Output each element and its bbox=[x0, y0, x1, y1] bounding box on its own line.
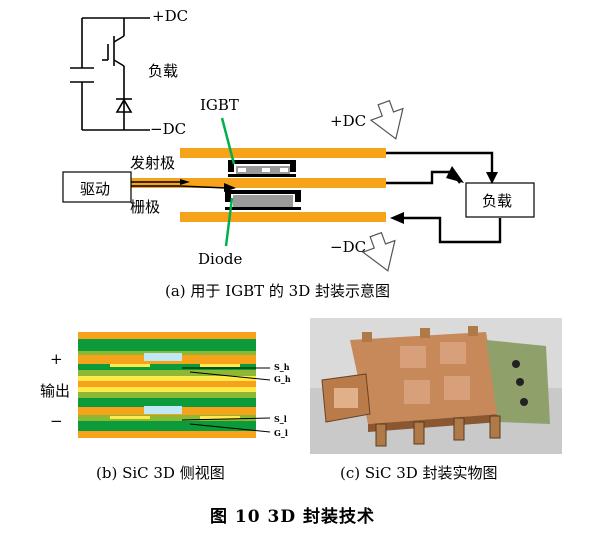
caption-a: (a) 用于 IGBT 的 3D 封装示意图 bbox=[165, 282, 390, 300]
g-h-label: G_h bbox=[274, 374, 291, 384]
caption-c: (c) SiC 3D 封装实物图 bbox=[340, 464, 498, 482]
drive-label: 驱动 bbox=[80, 180, 111, 198]
s-l-label: S_l bbox=[274, 414, 287, 424]
plus-dc-arrow-label: +DC bbox=[330, 112, 367, 130]
plus-dc-arrow bbox=[369, 99, 404, 140]
figure-title: 图 10 3D 封装技术 bbox=[210, 507, 375, 527]
caption-b: (b) SiC 3D 侧视图 bbox=[96, 464, 225, 482]
gate-label: 栅极 bbox=[130, 198, 161, 216]
plus-dc-label: +DC bbox=[152, 7, 189, 25]
minus-dc-arrow bbox=[361, 231, 396, 272]
middle-busbar bbox=[130, 178, 386, 188]
top-busbar bbox=[180, 148, 386, 158]
plus-label: + bbox=[50, 350, 63, 368]
igbt-circuit-symbol bbox=[70, 17, 150, 131]
s-h-label: S_h bbox=[274, 362, 290, 372]
g-l-label: G_l bbox=[274, 428, 288, 438]
igbt-3d-schematic bbox=[62, 17, 535, 272]
diode-chip bbox=[233, 195, 293, 207]
minus-label: − bbox=[50, 412, 63, 430]
diode-label: Diode bbox=[198, 250, 243, 268]
minus-dc-label: −DC bbox=[150, 120, 187, 138]
load-label-top: 负载 bbox=[148, 62, 179, 80]
emitter-label: 发射极 bbox=[130, 154, 176, 172]
load-box-label: 负载 bbox=[482, 192, 513, 210]
bottom-busbar bbox=[180, 212, 386, 222]
chip-high bbox=[144, 353, 182, 361]
diode-symbol bbox=[115, 98, 133, 113]
minus-dc-arrow-label: −DC bbox=[330, 238, 367, 256]
sic-3d-package-photo bbox=[310, 318, 562, 454]
sic-3d-side-view bbox=[78, 332, 271, 438]
load-box bbox=[465, 182, 535, 218]
chip-low bbox=[144, 406, 182, 414]
drive-box bbox=[62, 171, 132, 203]
igbt-label: IGBT bbox=[200, 96, 239, 114]
output-label: 输出 bbox=[40, 382, 71, 400]
